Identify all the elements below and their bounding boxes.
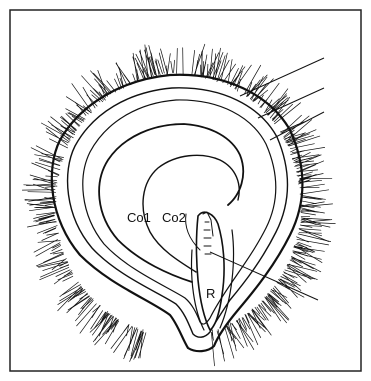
seed-hair xyxy=(149,46,157,77)
seed-hair xyxy=(48,171,59,176)
seed-hair xyxy=(212,330,213,338)
leader-line-1 xyxy=(240,58,324,96)
label-cotyledon-2: Co2 xyxy=(162,210,186,225)
embryo xyxy=(99,124,243,330)
seed-hair xyxy=(159,53,164,73)
seed-hair xyxy=(82,76,104,100)
seed-hair xyxy=(255,307,260,314)
seed-hair xyxy=(40,267,69,279)
seed-hair xyxy=(39,160,60,166)
seed-hair xyxy=(301,213,316,215)
seed-hair xyxy=(265,297,281,321)
cotyledon-1 xyxy=(99,124,243,282)
seed-hair xyxy=(202,62,206,76)
seed-hair xyxy=(60,265,68,268)
seed-hair xyxy=(223,64,236,83)
seed-hair xyxy=(151,57,156,75)
label-radicle: R xyxy=(206,286,215,301)
seed-hair xyxy=(273,290,287,297)
seed-hair xyxy=(58,286,81,311)
seed-hair xyxy=(111,325,129,349)
seed-hair xyxy=(192,50,195,75)
seed-hair xyxy=(66,97,91,113)
seed-hair xyxy=(32,163,59,175)
seed-hair xyxy=(273,114,279,120)
leader-line-4 xyxy=(210,252,318,300)
seed-hair xyxy=(79,298,92,315)
seed-hair-fringe xyxy=(22,44,335,366)
seed-hair xyxy=(171,61,173,72)
seed-hair xyxy=(174,60,175,72)
radicle-tip xyxy=(203,212,213,254)
seed-hair xyxy=(195,54,200,74)
seed-hair xyxy=(33,180,57,181)
seed-hair xyxy=(232,324,237,330)
seed-hair xyxy=(45,204,55,206)
seed-hair xyxy=(299,233,321,234)
seed-hair xyxy=(221,53,227,80)
seed-hair xyxy=(301,201,316,204)
cotyledon-2 xyxy=(143,155,239,272)
seed-hair xyxy=(300,190,329,194)
seed-hair xyxy=(124,328,137,356)
seed-hair xyxy=(38,241,60,243)
seed-hair xyxy=(177,48,178,73)
leader-line-3 xyxy=(270,112,324,140)
seed-hair xyxy=(45,228,55,233)
seed-hair xyxy=(208,53,219,77)
label-cotyledon-1: Co1 xyxy=(127,210,151,225)
seed-hair xyxy=(167,54,170,75)
seed-hair xyxy=(47,233,59,235)
seed-hair xyxy=(298,172,313,176)
seed-hair xyxy=(207,64,208,77)
